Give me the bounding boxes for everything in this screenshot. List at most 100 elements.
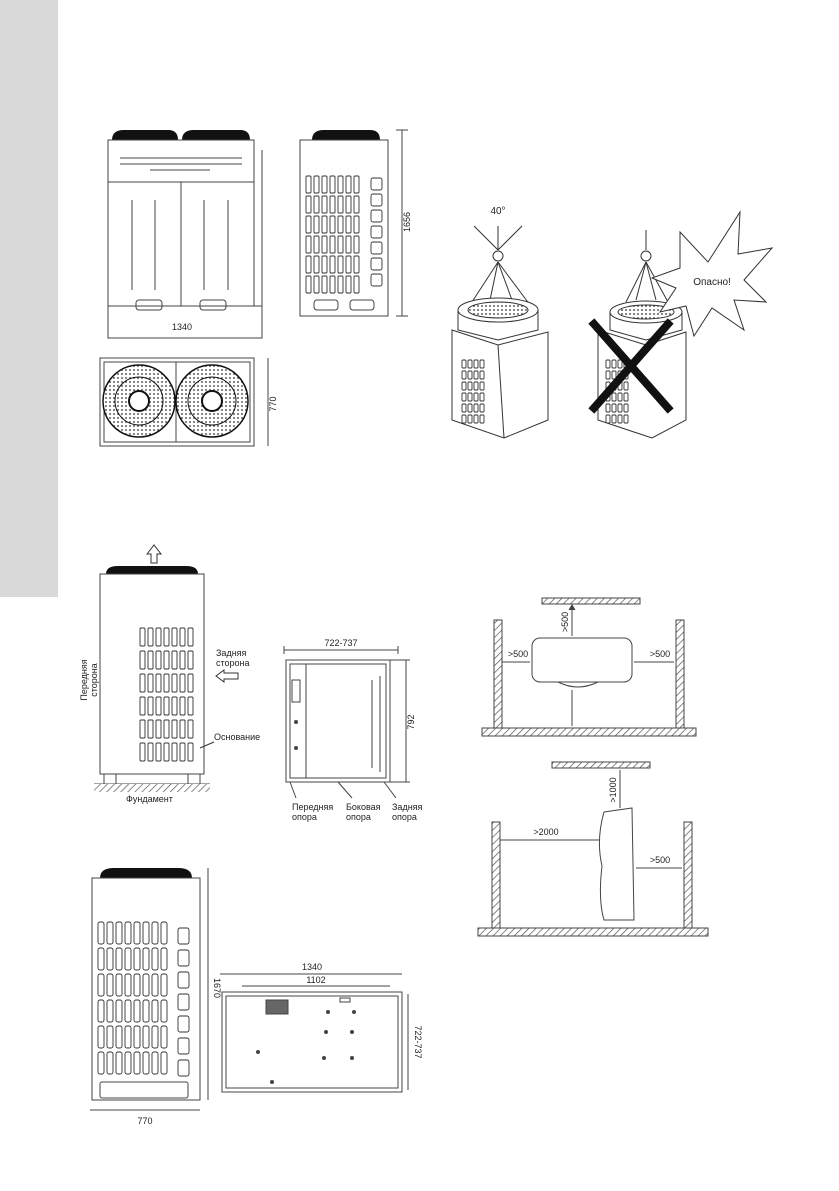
- grille-slot: [106, 999, 114, 1023]
- grille-slot: [106, 1025, 114, 1049]
- grille-slot: [171, 696, 178, 716]
- rear-support-label-1: Задняя: [392, 802, 423, 812]
- grille-slot: [479, 381, 485, 391]
- back-side-arrow-icon: [215, 669, 239, 683]
- grille-slot: [337, 195, 344, 214]
- grille-slot: [160, 999, 168, 1023]
- height-dim-1656: 1656: [402, 212, 412, 232]
- grille-slot: [163, 696, 170, 716]
- grille-slot: [155, 673, 162, 693]
- grille-slot: [467, 403, 473, 413]
- base-width-dim-1340: 1340: [302, 962, 322, 972]
- side-support-label-2: опора: [346, 812, 371, 822]
- grille-slot: [321, 275, 328, 294]
- fan-right: [175, 364, 249, 438]
- grille-slot: [163, 742, 170, 762]
- side-panel-box: [370, 273, 383, 287]
- front-side-label-2: сторона: [89, 663, 99, 697]
- grille-slot: [617, 359, 623, 369]
- grille-slot: [337, 175, 344, 194]
- grille-slot: [461, 392, 467, 402]
- grille-slot: [163, 673, 170, 693]
- side-panel-box: [177, 1015, 190, 1033]
- base-label: Основание: [214, 732, 260, 742]
- grille-slot: [151, 1025, 159, 1049]
- grille-slot: [187, 742, 194, 762]
- lifting-incorrect-grille: [605, 359, 629, 424]
- grille-slot: [155, 742, 162, 762]
- grille-slot: [345, 235, 352, 254]
- grille-slot: [151, 921, 159, 945]
- grille-slot: [163, 650, 170, 670]
- grille-slot: [133, 947, 141, 971]
- grille-slot: [353, 215, 360, 234]
- danger-label: Опасно!: [693, 277, 731, 288]
- grille-slot: [321, 195, 328, 214]
- foundation-hatch: [94, 784, 210, 792]
- grille-slot: [473, 381, 479, 391]
- grille-slot: [353, 235, 360, 254]
- side-tab: [0, 0, 58, 597]
- grille-slot: [115, 1025, 123, 1049]
- grille-slot: [151, 973, 159, 997]
- grille-slot: [313, 215, 320, 234]
- grille-slot: [305, 175, 312, 194]
- grille-slot: [147, 696, 154, 716]
- grille-slot: [605, 370, 611, 380]
- grille-slot: [321, 235, 328, 254]
- grille-slot: [124, 947, 132, 971]
- grille-slot: [461, 359, 467, 369]
- clearance-side-right: >500: [650, 855, 670, 865]
- grille-slot: [139, 719, 146, 739]
- grille-slot: [187, 719, 194, 739]
- grille-slot: [147, 719, 154, 739]
- grille-slot: [321, 215, 328, 234]
- grille-slot: [171, 673, 178, 693]
- grille-slot: [160, 1025, 168, 1049]
- grille-slot: [305, 195, 312, 214]
- back-side-label-1: Задняя: [216, 648, 247, 658]
- grille-slot: [142, 973, 150, 997]
- lifting-angle-label: 40°: [490, 206, 505, 217]
- grille-slot: [461, 414, 467, 424]
- grille-slot: [160, 1051, 168, 1075]
- grille-slot: [467, 370, 473, 380]
- grille-slot: [345, 195, 352, 214]
- grille-slot: [461, 370, 467, 380]
- grille-slot: [329, 255, 336, 274]
- grille-slot: [337, 255, 344, 274]
- installed-grille: [139, 627, 194, 762]
- grille-slot: [155, 696, 162, 716]
- grille-slot: [179, 742, 186, 762]
- grille-slot: [479, 359, 485, 369]
- side-panel-box: [177, 971, 190, 989]
- rear-support-label-2: опора: [392, 812, 417, 822]
- grille-slot: [337, 235, 344, 254]
- grille-slot: [115, 999, 123, 1023]
- front-support-label-1: Передняя: [292, 802, 333, 812]
- clearance-top-right: >500: [650, 649, 670, 659]
- lifting-correct-grille: [461, 359, 485, 424]
- grille-slot: [473, 403, 479, 413]
- grille-slot: [337, 215, 344, 234]
- grille-slot: [187, 673, 194, 693]
- grille-slot: [353, 195, 360, 214]
- unit-side-view: [299, 129, 408, 317]
- grille-slot: [617, 414, 623, 424]
- grille-slot: [147, 627, 154, 647]
- grille-slot: [124, 1025, 132, 1049]
- fan-left: [102, 364, 176, 438]
- grille-slot: [353, 275, 360, 294]
- clearance-side-diagram: [477, 761, 709, 937]
- grille-slot: [124, 1051, 132, 1075]
- grille-slot: [142, 1025, 150, 1049]
- grille-slot: [124, 999, 132, 1023]
- grille-slot: [115, 973, 123, 997]
- grille-slot: [623, 414, 629, 424]
- grille-slot: [329, 235, 336, 254]
- grille-slot: [179, 696, 186, 716]
- base-depth-dim: 792: [406, 714, 416, 729]
- grille-slot: [97, 999, 105, 1023]
- grille-slot: [605, 403, 611, 413]
